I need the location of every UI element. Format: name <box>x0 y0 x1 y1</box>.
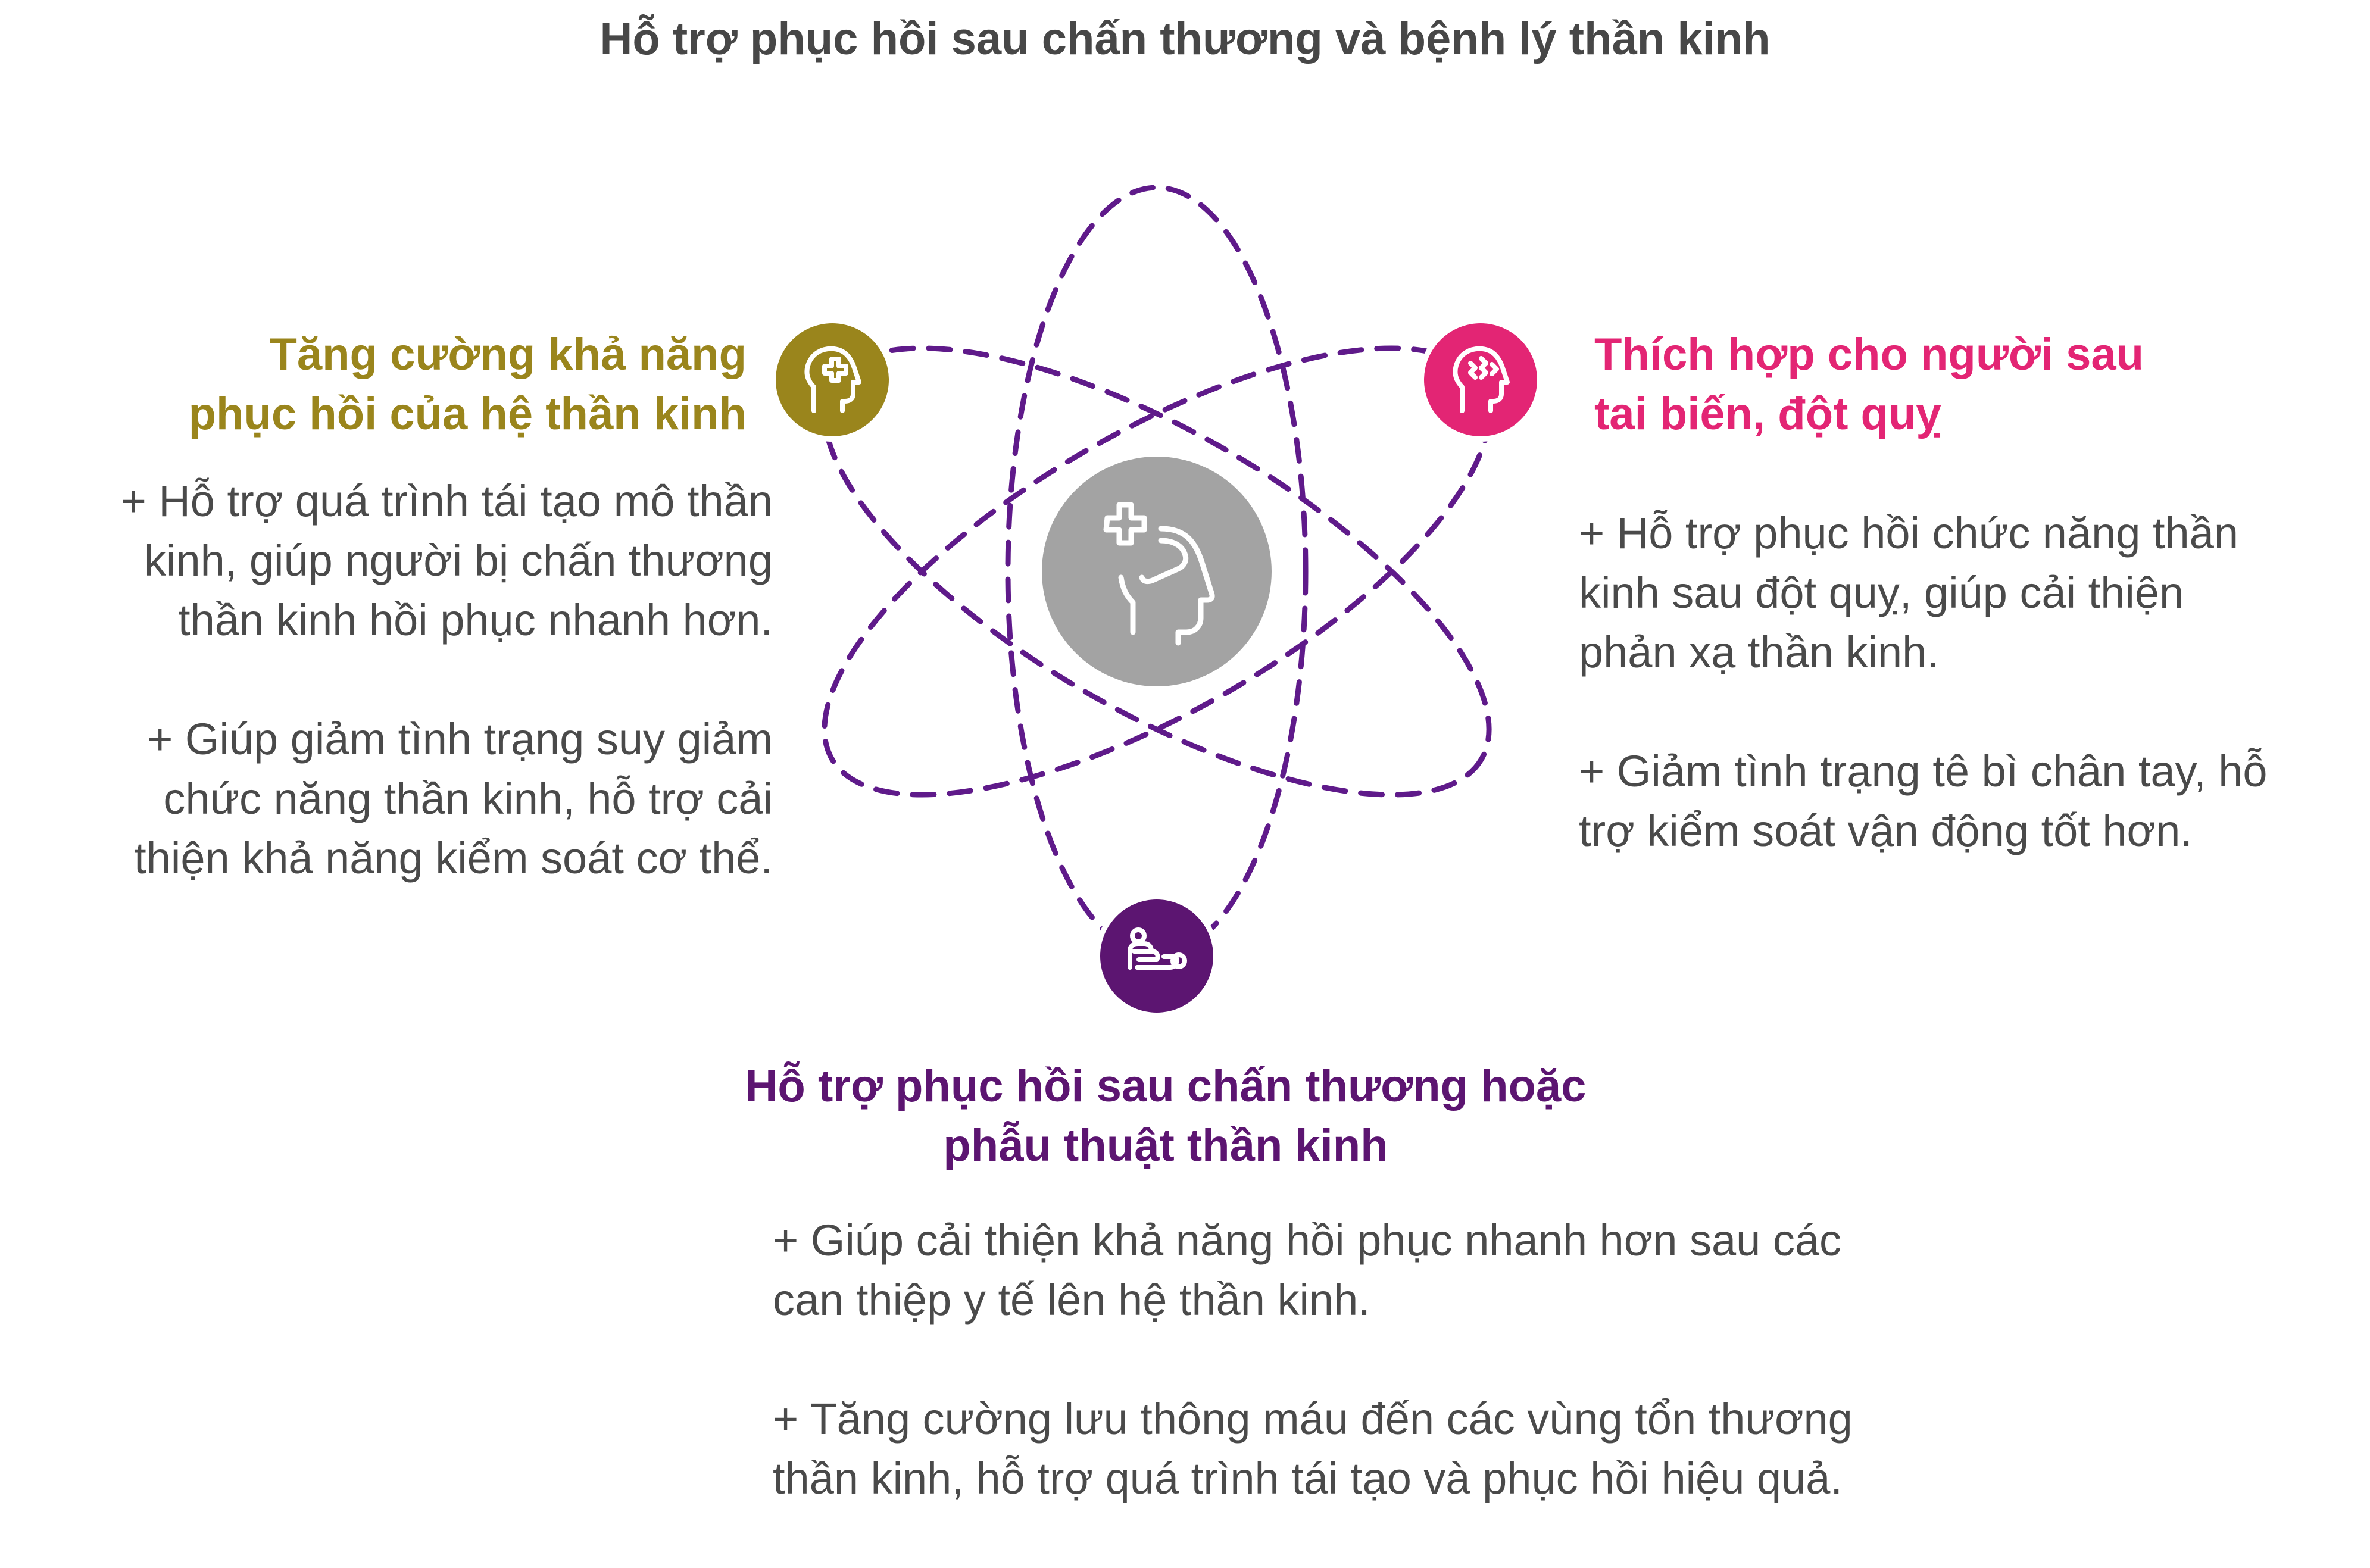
head-plus-icon <box>804 346 861 413</box>
brain-head-icon <box>1453 346 1510 413</box>
bottom-heading: Hỗ trợ phục hồi sau chấn thương hoặc phẫ… <box>570 1057 1761 1176</box>
text-line: + Giảm tình trạng tê bì chân tay, hỗ <box>1579 746 2268 796</box>
text-line: thần kinh hồi phục nhanh hơn. <box>178 595 773 645</box>
text-line: kinh, giúp người bị chấn thương <box>144 536 773 585</box>
bottom-node <box>1095 894 1219 1018</box>
right-heading-line: Thích hợp cho người sau <box>1594 329 2144 380</box>
page-title: Hỗ trợ phục hồi sau chấn thương và bệnh … <box>599 14 1771 64</box>
text-line: trợ kiểm soát vận động tốt hơn. <box>1579 806 2193 855</box>
left-heading-line: phục hồi của hệ thần kinh <box>188 389 747 439</box>
text-line: thần kinh, hỗ trợ quá trình tái tạo và p… <box>773 1454 1843 1503</box>
orbit-diagram <box>770 185 1542 1018</box>
right-heading: Thích hợp cho người sau tai biến, đột qu… <box>1594 325 2144 444</box>
text-line: + Giúp cải thiện khả năng hồi phục nhanh… <box>773 1216 1841 1265</box>
bottom-heading-line: phẫu thuật thần kinh <box>943 1120 1388 1171</box>
text-line: + Giúp giảm tình trạng suy giảm <box>147 714 773 764</box>
right-node <box>1419 318 1542 442</box>
center-node <box>1038 452 1276 691</box>
left-paragraph-2: + Giúp giảm tình trạng suy giảm chức năn… <box>121 710 773 888</box>
text-line: thiện khả năng kiểm soát cơ thể. <box>134 833 773 883</box>
left-heading: Tăng cường khả năng phục hồi của hệ thần… <box>189 325 747 444</box>
bottom-paragraph-1: + Giúp cải thiện khả năng hồi phục nhanh… <box>773 1211 1853 1330</box>
orbit-vertical <box>1005 185 1309 958</box>
text-line: + Hỗ trợ phục hồi chức năng thần <box>1579 508 2239 558</box>
left-node <box>770 318 894 442</box>
bottom-paragraph-2: + Tăng cường lưu thông máu đến các vùng … <box>773 1389 1853 1508</box>
text-line: can thiệp y tế lên hệ thần kinh. <box>773 1275 1370 1325</box>
right-description: + Hỗ trợ phục hồi chức năng thần kinh sa… <box>1579 504 2268 920</box>
medical-head-icon <box>1103 502 1215 646</box>
massage-therapy-icon <box>1128 927 1187 970</box>
text-line: kinh sau đột quỵ, giúp cải thiện <box>1579 568 2184 617</box>
text-line: + Tăng cường lưu thông máu đến các vùng … <box>773 1394 1853 1444</box>
left-description: + Hỗ trợ quá trình tái tạo mô thần kinh,… <box>121 471 773 948</box>
right-paragraph-2: + Giảm tình trạng tê bì chân tay, hỗ trợ… <box>1579 742 2268 861</box>
right-paragraph-1: + Hỗ trợ phục hồi chức năng thần kinh sa… <box>1579 504 2268 682</box>
bottom-heading-line: Hỗ trợ phục hồi sau chấn thương hoặc <box>745 1061 1587 1111</box>
bottom-description: + Giúp cải thiện khả năng hồi phục nhanh… <box>773 1211 1853 1568</box>
right-heading-line: tai biến, đột quỵ <box>1594 389 1941 439</box>
text-line: + Hỗ trợ quá trình tái tạo mô thần <box>120 476 773 526</box>
text-line: chức năng thần kinh, hỗ trợ cải <box>163 774 773 823</box>
text-line: phản xạ thần kinh. <box>1579 627 1939 677</box>
left-paragraph-1: + Hỗ trợ quá trình tái tạo mô thần kinh,… <box>121 471 773 650</box>
left-heading-line: Tăng cường khả năng <box>269 329 747 380</box>
